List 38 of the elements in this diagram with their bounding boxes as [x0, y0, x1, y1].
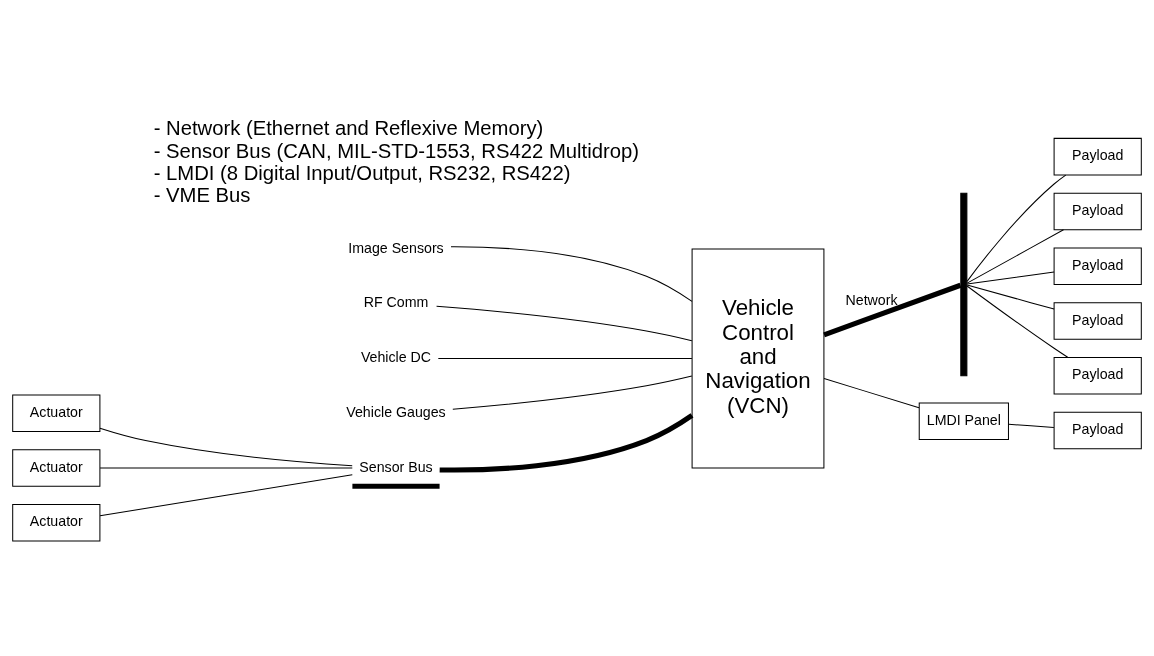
- connector: [966, 174, 1067, 282]
- connector: [966, 284, 1055, 310]
- connector: [436, 305, 693, 342]
- label: - Sensor Bus (CAN, MIL-STD-1553, RS422 Multidrop): [153, 139, 640, 162]
- connector: [452, 375, 693, 410]
- edge-label: Network: [845, 291, 898, 308]
- label: - LMDI (8 Digital Input/Output, RS232, RS422): [153, 161, 571, 184]
- connector: [966, 229, 1064, 284]
- connector: [966, 285, 1069, 358]
- node-box: Actuator: [12, 394, 101, 432]
- connector: [1008, 423, 1055, 428]
- node-bar: [960, 192, 968, 377]
- label: - VME Bus: [153, 184, 251, 207]
- connector: [450, 246, 693, 302]
- connector: [439, 413, 694, 473]
- node-box: Actuator: [12, 449, 101, 487]
- node-box: Payload: [1053, 192, 1142, 231]
- connector: [99, 427, 353, 467]
- node-text: RF Comm: [363, 294, 429, 311]
- connector: [823, 282, 962, 338]
- node-box: Payload: [1053, 137, 1142, 176]
- node-text: Sensor Bus: [359, 458, 433, 475]
- node-box: Vehicle Control and Navigation (VCN): [691, 248, 825, 469]
- node-box: Payload: [1053, 411, 1142, 450]
- connector: [823, 378, 920, 409]
- node-box: Actuator: [12, 503, 101, 542]
- label: - Network (Ethernet and Reflexive Memory): [153, 117, 544, 140]
- connector: [966, 271, 1055, 285]
- node-box: Payload: [1053, 356, 1142, 395]
- node-box: Payload: [1053, 302, 1142, 340]
- connector: [99, 474, 353, 517]
- node-text: Vehicle Gauges: [346, 403, 446, 420]
- connector: [437, 357, 693, 359]
- node-text: Vehicle DC: [360, 349, 432, 366]
- node-box: LMDI Panel: [918, 402, 1009, 441]
- connector: [99, 467, 353, 469]
- node-text: Image Sensors: [348, 239, 444, 256]
- node-box: Payload: [1053, 247, 1142, 285]
